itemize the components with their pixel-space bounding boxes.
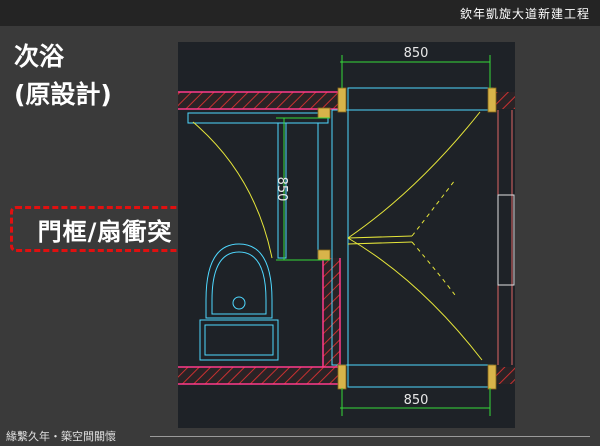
wall-bottom bbox=[178, 367, 338, 384]
toilet-fixture bbox=[199, 243, 279, 361]
floor-plan-drawing: 850 850 850 bbox=[178, 42, 515, 428]
window bbox=[497, 194, 515, 286]
conflict-callout: 門框/扇衝突 bbox=[10, 206, 200, 252]
top-bar: 欽年凱旋大道新建工程 bbox=[0, 0, 600, 26]
conflict-callout-text: 門框/扇衝突 bbox=[37, 217, 173, 246]
door-swings bbox=[192, 111, 483, 361]
dim-side-label: 850 bbox=[274, 177, 289, 202]
footer-text: 緣繫久年・築空間關懷 bbox=[6, 430, 116, 443]
dim-bottom-label: 850 bbox=[404, 393, 429, 408]
dim-top-label: 850 bbox=[404, 46, 429, 61]
slide-title: 次浴 (原設計) bbox=[14, 38, 112, 114]
project-title: 欽年凱旋大道新建工程 bbox=[459, 7, 590, 21]
dimension-lines bbox=[276, 55, 491, 416]
slide-title-line1: 次浴 bbox=[14, 42, 65, 71]
wall-top bbox=[178, 92, 338, 109]
slide-title-line2: (原設計) bbox=[14, 80, 112, 109]
footer-line bbox=[150, 436, 590, 437]
